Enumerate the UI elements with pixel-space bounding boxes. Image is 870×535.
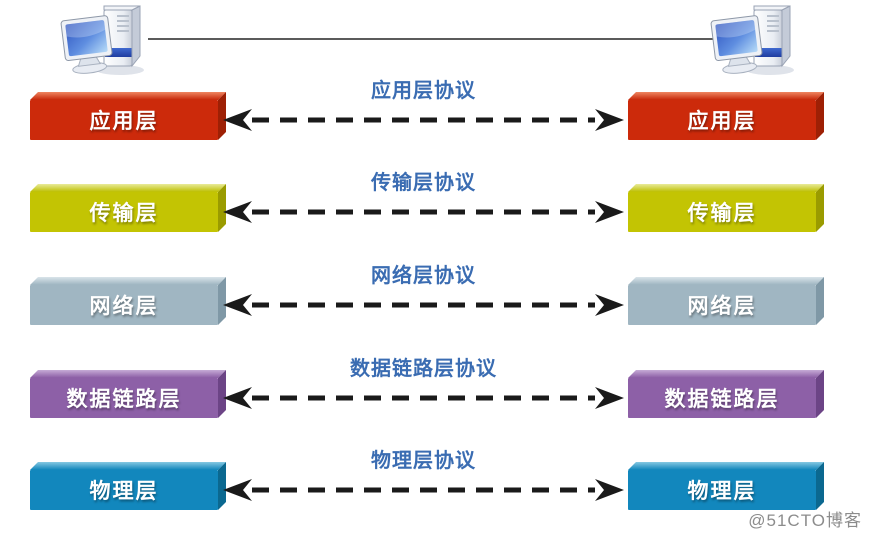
- protocol-channel: 网络层协议: [222, 265, 625, 325]
- layer-label: 数据链路层: [664, 388, 780, 411]
- box-top-face: [30, 184, 226, 192]
- box-front-face: 物理层: [628, 470, 816, 510]
- box-top-face: [628, 370, 824, 378]
- layer-row-transport: 传输层 传输层协议 传输层: [0, 172, 870, 232]
- box-front-face: 物理层: [30, 470, 218, 510]
- layer-box-left-application: 应用层: [30, 92, 226, 140]
- box-front-face: 数据链路层: [30, 378, 218, 418]
- box-front-face: 网络层: [30, 285, 218, 325]
- dashed-double-arrow-icon: [223, 294, 624, 316]
- layer-label: 应用层: [687, 110, 757, 133]
- layer-box-left-physical: 物理层: [30, 462, 226, 510]
- layer-box-right-network: 网络层: [628, 277, 824, 325]
- box-top-face: [30, 370, 226, 378]
- layer-label: 网络层: [89, 295, 159, 318]
- box-front-face: 应用层: [628, 100, 816, 140]
- box-front-face: 数据链路层: [628, 378, 816, 418]
- layer-box-right-application: 应用层: [628, 92, 824, 140]
- desktop-computer-icon: [60, 4, 152, 78]
- protocol-label: 网络层协议: [371, 265, 476, 287]
- box-side-face: [816, 92, 824, 140]
- box-front-face: 应用层: [30, 100, 218, 140]
- box-side-face: [816, 462, 824, 510]
- box-side-face: [816, 184, 824, 232]
- protocol-label: 物理层协议: [371, 450, 476, 472]
- protocol-channel: 数据链路层协议: [222, 358, 625, 418]
- box-side-face: [816, 277, 824, 325]
- layer-label: 传输层: [89, 202, 159, 225]
- box-side-face: [816, 370, 824, 418]
- protocol-label: 数据链路层协议: [350, 358, 497, 380]
- desktop-computer-icon: [710, 4, 802, 78]
- layer-box-left-datalink: 数据链路层: [30, 370, 226, 418]
- dashed-double-arrow-icon: [223, 109, 624, 131]
- layer-label: 物理层: [89, 480, 159, 503]
- watermark: @51CTO博客: [748, 511, 862, 530]
- layer-row-datalink: 数据链路层 数据链路层协议 数据链路层: [0, 358, 870, 418]
- layer-box-right-transport: 传输层: [628, 184, 824, 232]
- host-link-line: [148, 38, 743, 40]
- dashed-double-arrow-icon: [223, 201, 624, 223]
- layer-box-right-physical: 物理层: [628, 462, 824, 510]
- protocol-label: 传输层协议: [371, 172, 476, 194]
- layer-box-left-transport: 传输层: [30, 184, 226, 232]
- box-top-face: [30, 92, 226, 100]
- layer-label: 传输层: [687, 202, 757, 225]
- box-front-face: 传输层: [30, 192, 218, 232]
- layer-row-physical: 物理层 物理层协议 物理层: [0, 450, 870, 510]
- box-front-face: 传输层: [628, 192, 816, 232]
- box-top-face: [30, 462, 226, 470]
- layer-box-left-network: 网络层: [30, 277, 226, 325]
- box-top-face: [628, 462, 824, 470]
- layer-row-network: 网络层 网络层协议 网络层: [0, 265, 870, 325]
- layer-label: 网络层: [687, 295, 757, 318]
- protocol-channel: 应用层协议: [222, 80, 625, 140]
- layer-label: 物理层: [687, 480, 757, 503]
- box-front-face: 网络层: [628, 285, 816, 325]
- protocol-channel: 传输层协议: [222, 172, 625, 232]
- box-top-face: [30, 277, 226, 285]
- layer-box-right-datalink: 数据链路层: [628, 370, 824, 418]
- dashed-double-arrow-icon: [223, 387, 624, 409]
- box-top-face: [628, 277, 824, 285]
- layer-row-application: 应用层 应用层协议 应用层: [0, 80, 870, 140]
- layer-label: 数据链路层: [66, 388, 182, 411]
- box-top-face: [628, 92, 824, 100]
- protocol-channel: 物理层协议: [222, 450, 625, 510]
- protocol-label: 应用层协议: [371, 80, 476, 102]
- dashed-double-arrow-icon: [223, 479, 624, 501]
- layer-label: 应用层: [89, 110, 159, 133]
- box-top-face: [628, 184, 824, 192]
